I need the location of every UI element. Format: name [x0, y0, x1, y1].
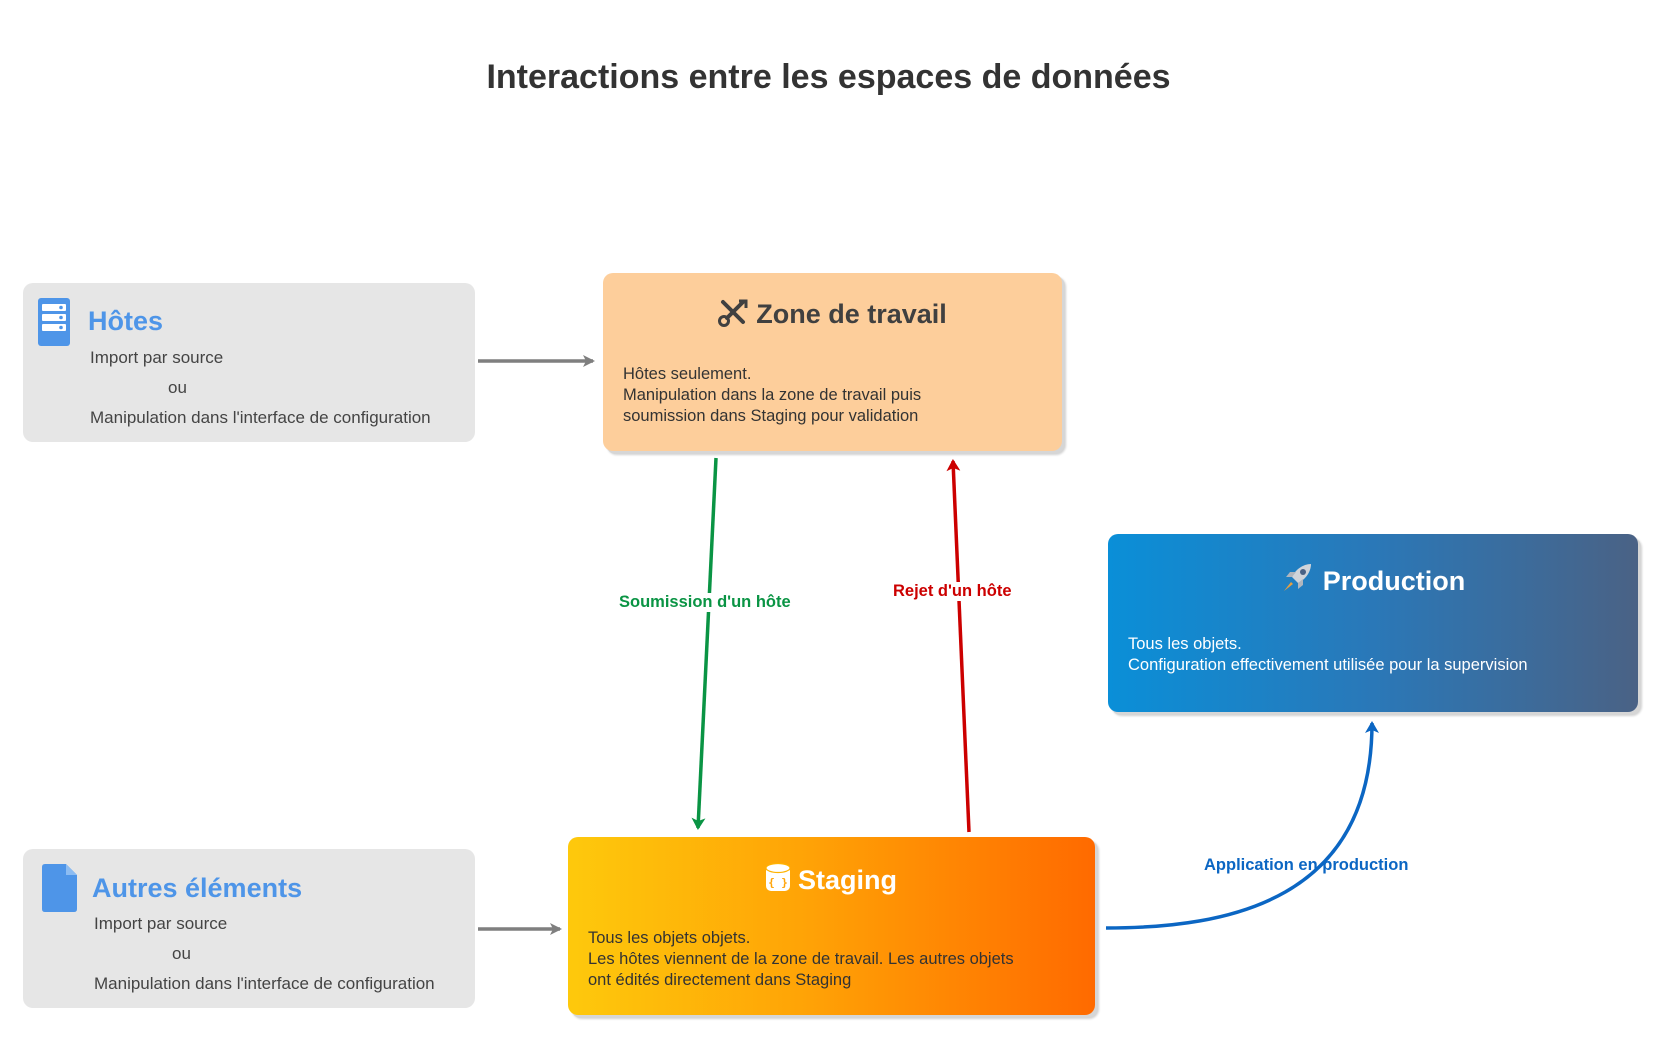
- zone-title-row: Zone de travail: [603, 299, 1062, 334]
- arrow-application: [1105, 721, 1379, 930]
- hotes-box: [23, 283, 475, 442]
- svg-text:{ }: { }: [768, 876, 788, 889]
- staging-line: Les hôtes viennent de la zone de travail…: [588, 950, 1014, 968]
- production-card: Production Tous les objets. Configuratio…: [1108, 534, 1638, 712]
- rocket-icon: [1281, 560, 1315, 601]
- autres-line-3: Manipulation dans l'interface de configu…: [94, 974, 435, 993]
- staging-card: { } Staging Tous les objets objets. Les …: [568, 837, 1095, 1015]
- staging-title-row: { } Staging: [568, 862, 1095, 900]
- staging-body: Tous les objets objets. Les hôtes vienne…: [588, 928, 1014, 991]
- arrow-rejet: [946, 459, 971, 833]
- edge-label-application: Application en production: [1204, 856, 1409, 874]
- production-line: Tous les objets.: [1128, 635, 1242, 653]
- hotes-line-3: Manipulation dans l'interface de configu…: [90, 408, 431, 427]
- autres-box: [23, 849, 475, 1008]
- hotes-title: Hôtes: [88, 306, 164, 336]
- tools-icon: [718, 299, 748, 334]
- diagram-title: Interactions entre les espaces de donnée…: [486, 58, 1171, 96]
- arrow-soumission: [691, 457, 718, 830]
- server-icon: [38, 298, 70, 351]
- production-line: Configuration effectivement utilisée pou…: [1128, 656, 1528, 674]
- autres-line-2: ou: [172, 944, 191, 963]
- staging-line: Tous les objets objets.: [588, 929, 751, 947]
- document-icon: [42, 864, 77, 917]
- zone-line: Manipulation dans la zone de travail pui…: [623, 386, 922, 404]
- staging-title: Staging: [798, 865, 897, 895]
- production-body: Tous les objets. Configuration effective…: [1128, 634, 1528, 676]
- edge-label-rejet: Rejet d'un hôte: [891, 582, 1014, 601]
- zone-line: Hôtes seulement.: [623, 365, 752, 383]
- autres-line-1: Import par source: [94, 914, 228, 933]
- hotes-line-2: ou: [168, 378, 187, 397]
- staging-line: ont édités directement dans Staging: [588, 971, 852, 989]
- production-title: Production: [1322, 566, 1466, 596]
- hotes-line-1: Import par source: [90, 348, 224, 367]
- autres-title: Autres éléments: [92, 873, 303, 903]
- zone-title: Zone de travail: [756, 299, 947, 329]
- zone-card: Zone de travail Hôtes seulement. Manipul…: [603, 273, 1062, 451]
- zone-body: Hôtes seulement. Manipulation dans la zo…: [623, 364, 921, 427]
- production-title-row: Production: [1108, 560, 1638, 601]
- database-icon: { }: [765, 862, 791, 900]
- edge-label-soumission: Soumission d'un hôte: [617, 593, 793, 612]
- zone-line: soumission dans Staging pour validation: [623, 407, 919, 425]
